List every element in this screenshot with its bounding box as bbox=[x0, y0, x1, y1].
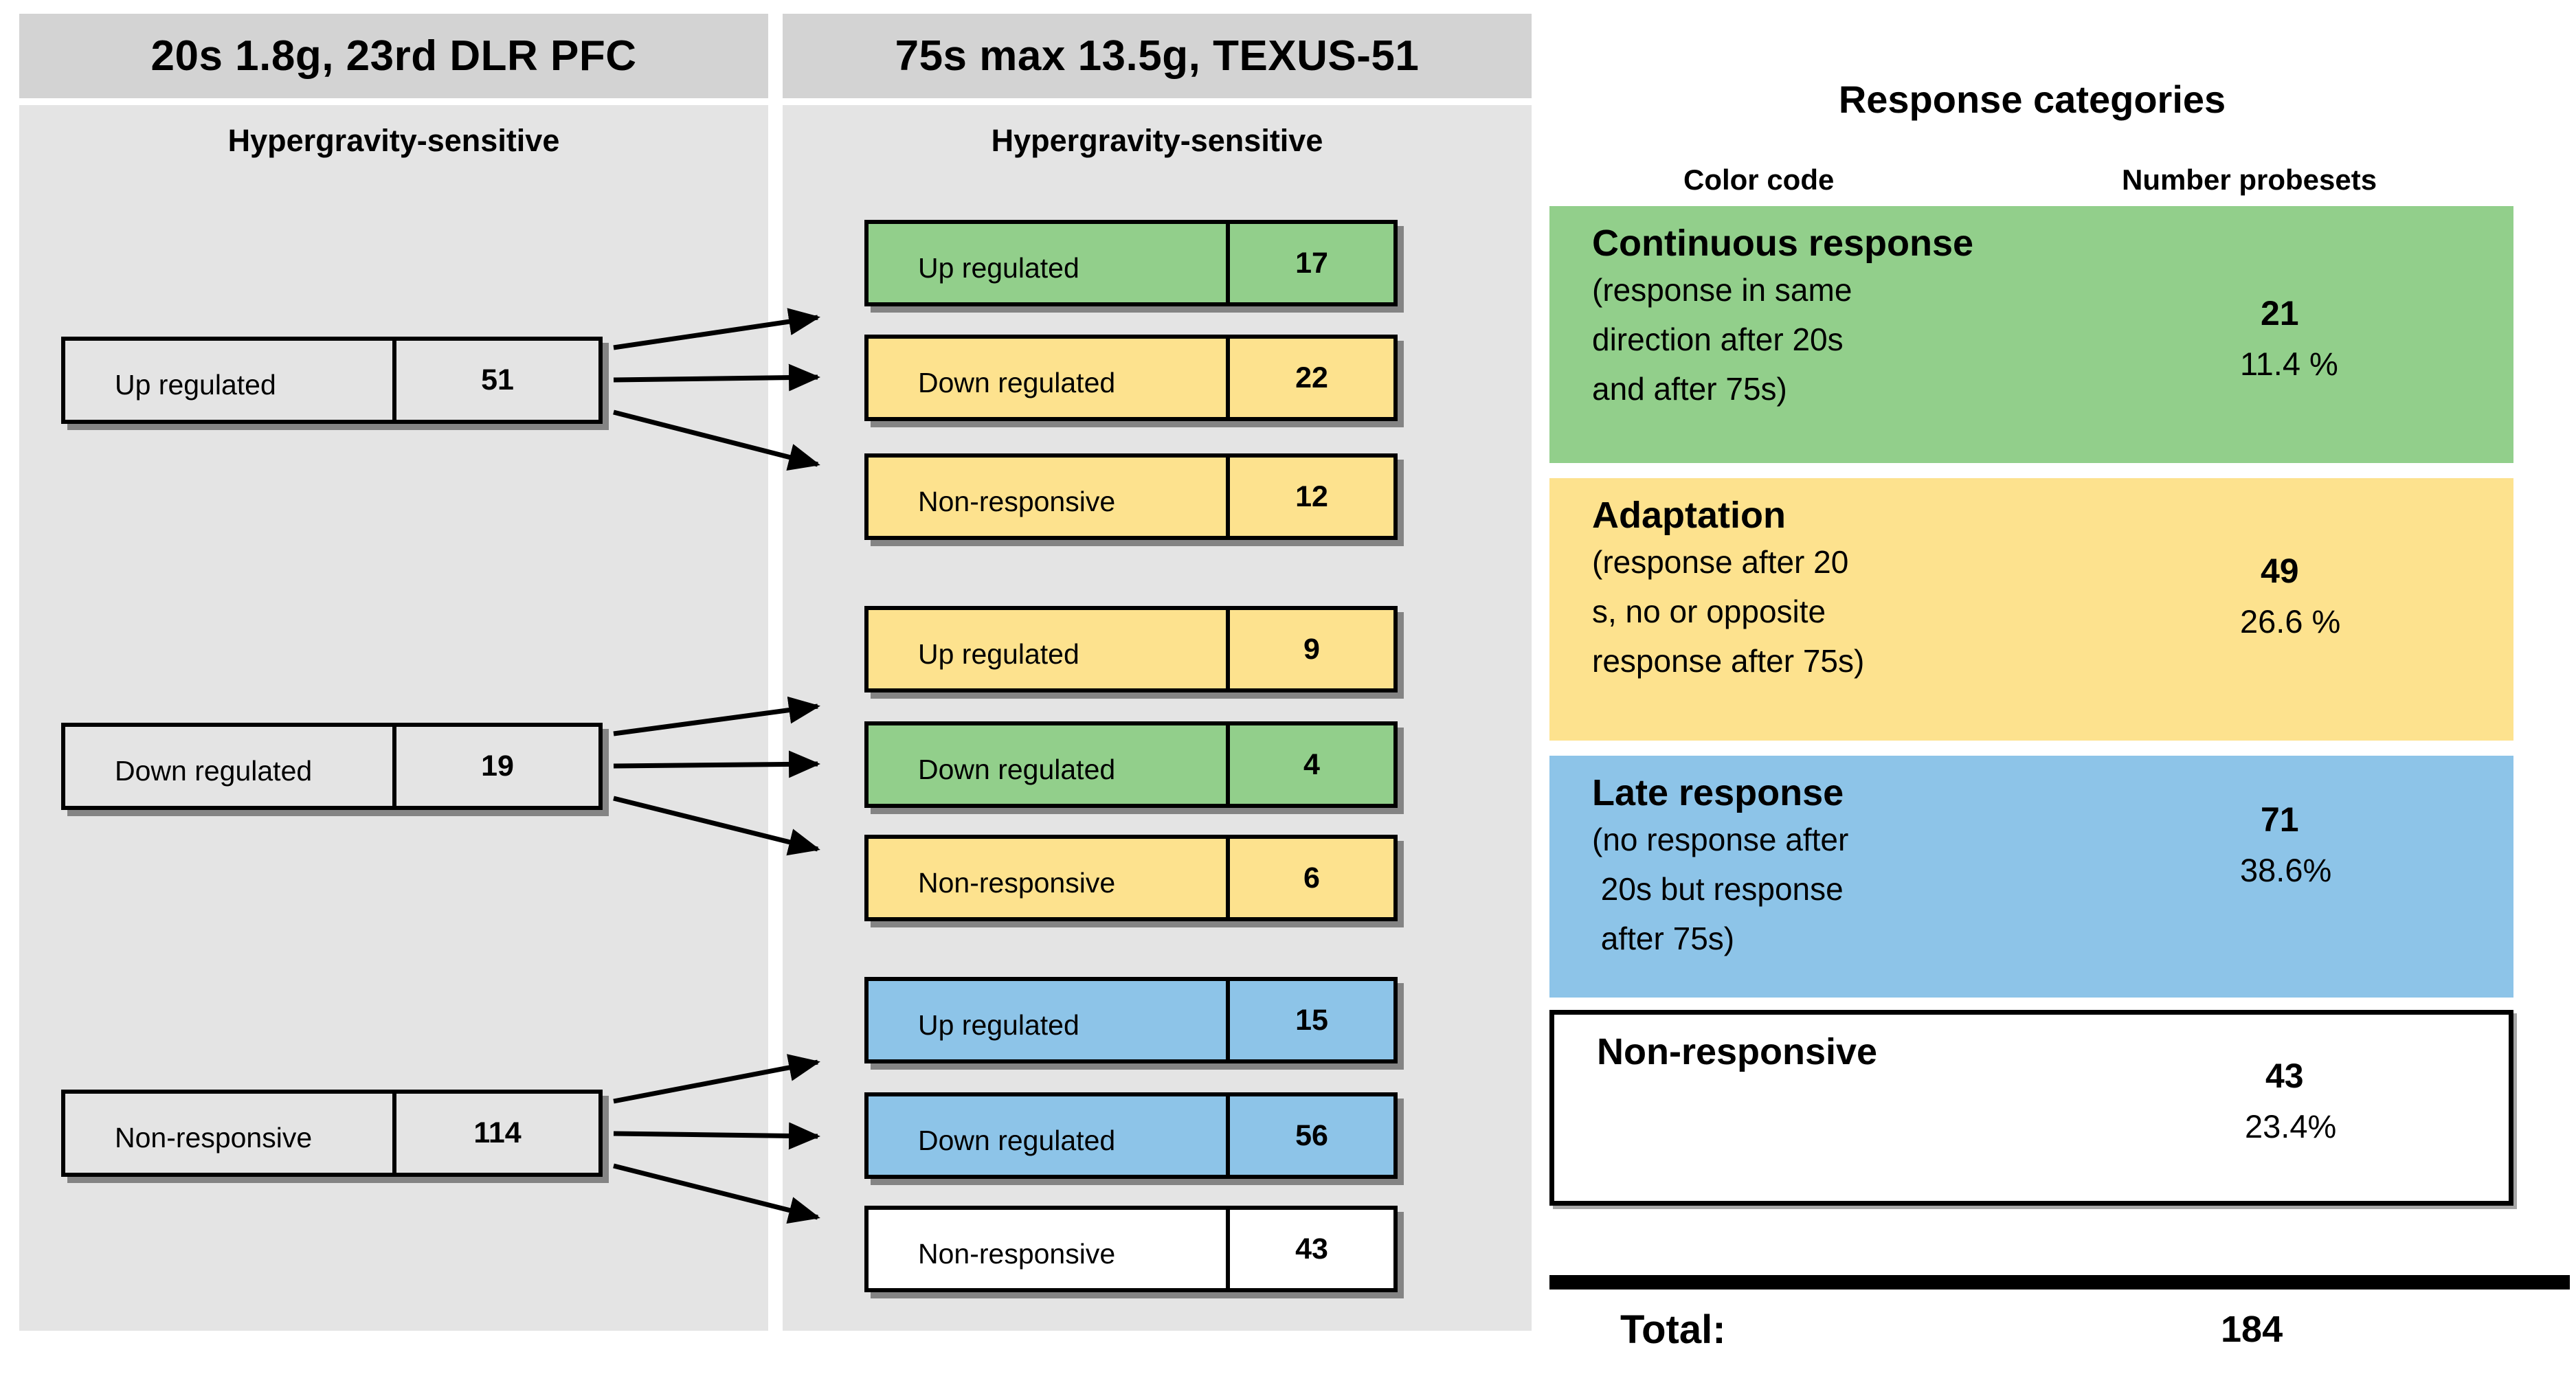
mid-box-label: Non-responsive bbox=[869, 1210, 1230, 1288]
left-box-non-responsive: Non-responsive 114 bbox=[61, 1090, 603, 1177]
mid-box-up-regulated-9: Up regulated 9 bbox=[864, 606, 1398, 692]
mid-box-label: Up regulated bbox=[869, 224, 1230, 302]
total-value: 184 bbox=[2221, 1309, 2283, 1350]
mid-box-count: 4 bbox=[1230, 725, 1393, 804]
left-box-down-regulated-label: Down regulated bbox=[65, 727, 396, 806]
mid-box-count: 56 bbox=[1230, 1096, 1393, 1175]
mid-box-count: 17 bbox=[1230, 224, 1393, 302]
category-count: 49 bbox=[2261, 552, 2299, 590]
legend-col-number-probesets: Number probesets bbox=[2122, 164, 2377, 196]
left-box-up-regulated-label: Up regulated bbox=[65, 341, 396, 420]
category-numbers: 49 26.6 % bbox=[2240, 550, 2340, 643]
category-count: 43 bbox=[2265, 1057, 2304, 1095]
category-name: Non-responsive bbox=[1597, 1031, 1878, 1072]
mid-box-non-responsive-6: Non-responsive 6 bbox=[864, 835, 1398, 921]
total-label: Total: bbox=[1620, 1307, 1726, 1352]
middle-condition-title: 75s max 13.5g, TEXUS-51 bbox=[895, 32, 1420, 80]
mid-box-label: Down regulated bbox=[869, 725, 1230, 804]
middle-panel-subtitle: Hypergravity-sensitive bbox=[991, 123, 1323, 158]
category-name: Late response bbox=[1592, 772, 1844, 813]
category-numbers: 21 11.4 % bbox=[2240, 292, 2338, 385]
mid-box-count: 15 bbox=[1230, 981, 1393, 1059]
legend-col-color-code: Color code bbox=[1683, 164, 1835, 196]
category-description: (response in same direction after 20s an… bbox=[1592, 272, 1852, 407]
mid-box-non-responsive-12: Non-responsive 12 bbox=[864, 453, 1398, 540]
mid-box-count: 43 bbox=[1230, 1210, 1393, 1288]
left-box-up-regulated: Up regulated 51 bbox=[61, 337, 603, 424]
category-description: (no response after 20s but response afte… bbox=[1592, 822, 1849, 956]
mid-box-count: 12 bbox=[1230, 458, 1393, 536]
total-divider-line bbox=[1549, 1275, 2570, 1289]
mid-box-down-regulated-4: Down regulated 4 bbox=[864, 721, 1398, 808]
category-percent: 11.4 % bbox=[2240, 346, 2338, 382]
category-adaptation: Adaptation (response after 20 s, no or o… bbox=[1549, 478, 2513, 741]
mid-box-up-regulated-17: Up regulated 17 bbox=[864, 220, 1398, 306]
category-non-responsive: Non-responsive 43 23.4% bbox=[1549, 1010, 2513, 1206]
category-name: Continuous response bbox=[1592, 223, 1974, 264]
mid-box-count: 22 bbox=[1230, 339, 1393, 417]
mid-box-label: Down regulated bbox=[869, 339, 1230, 417]
mid-box-non-responsive-43: Non-responsive 43 bbox=[864, 1206, 1398, 1292]
category-percent: 23.4% bbox=[2245, 1108, 2337, 1145]
middle-condition-header: 75s max 13.5g, TEXUS-51 bbox=[783, 14, 1532, 98]
mid-box-down-regulated-22: Down regulated 22 bbox=[864, 335, 1398, 421]
category-percent: 26.6 % bbox=[2240, 603, 2341, 640]
mid-box-label: Up regulated bbox=[869, 981, 1230, 1059]
left-box-down-regulated-count: 19 bbox=[481, 750, 514, 782]
mid-box-down-regulated-56: Down regulated 56 bbox=[864, 1092, 1398, 1179]
category-count: 21 bbox=[2261, 294, 2299, 333]
category-continuous-response: Continuous response (response in same di… bbox=[1549, 206, 2513, 463]
mid-box-count: 9 bbox=[1230, 610, 1393, 688]
left-box-down-regulated: Down regulated 19 bbox=[61, 723, 603, 810]
mid-box-label: Up regulated bbox=[869, 610, 1230, 688]
left-condition-title: 20s 1.8g, 23rd DLR PFC bbox=[150, 32, 637, 80]
category-percent: 38.6% bbox=[2240, 852, 2332, 888]
mid-box-label: Down regulated bbox=[869, 1096, 1230, 1175]
mid-box-up-regulated-15: Up regulated 15 bbox=[864, 977, 1398, 1063]
legend-title: Response categories bbox=[1838, 78, 2226, 121]
category-name: Adaptation bbox=[1592, 495, 1786, 536]
left-box-non-responsive-count: 114 bbox=[473, 1116, 522, 1149]
category-description: (response after 20 s, no or opposite res… bbox=[1592, 544, 1865, 679]
left-box-up-regulated-count: 51 bbox=[481, 363, 514, 396]
mid-box-label: Non-responsive bbox=[869, 839, 1230, 917]
mid-box-count: 6 bbox=[1230, 839, 1393, 917]
mid-box-label: Non-responsive bbox=[869, 458, 1230, 536]
category-late-response: Late response (no response after 20s but… bbox=[1549, 756, 2513, 998]
left-panel-subtitle: Hypergravity-sensitive bbox=[227, 123, 560, 158]
category-count: 71 bbox=[2261, 800, 2299, 839]
left-box-non-responsive-label: Non-responsive bbox=[65, 1094, 396, 1173]
category-numbers: 43 23.4% bbox=[2245, 1055, 2336, 1148]
category-numbers: 71 38.6% bbox=[2240, 798, 2331, 892]
left-condition-header: 20s 1.8g, 23rd DLR PFC bbox=[19, 14, 768, 98]
